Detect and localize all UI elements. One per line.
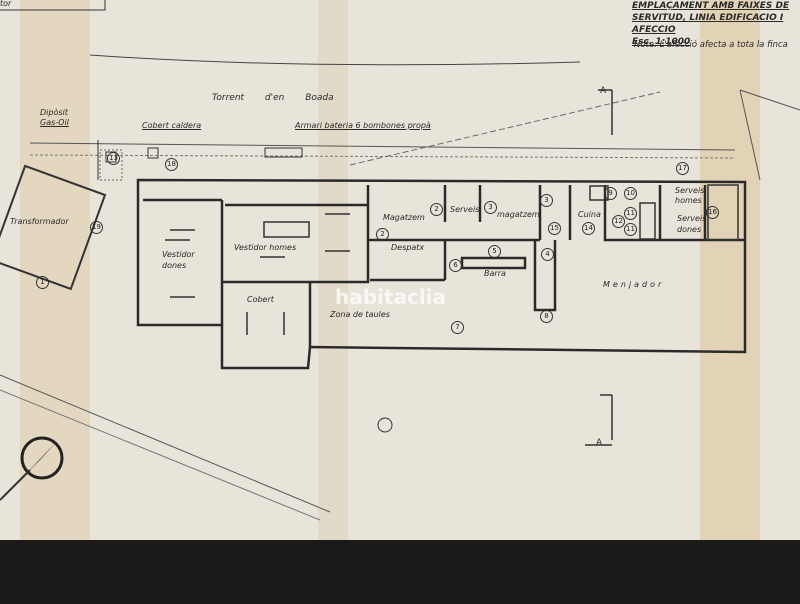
room-vestidor-dones-2: dones xyxy=(162,261,187,270)
title-line-1: EMPLAÇAMENT AMB FAIXES DE xyxy=(632,1,790,11)
room-serveis-dones-2: dones xyxy=(677,225,702,234)
paper-sheet xyxy=(0,0,800,545)
stream-label: Torrent d'en Boada xyxy=(212,93,334,103)
marker-14: 14 xyxy=(582,222,595,235)
well-marker xyxy=(377,417,393,433)
marker-6: 6 xyxy=(449,259,462,272)
marker-15: 15 xyxy=(548,222,561,235)
drawing-title: EMPLAÇAMENT AMB FAIXES DE SERVITUD, LINI… xyxy=(632,0,800,48)
marker-11b: 11 xyxy=(624,223,637,236)
marker-2: 2 xyxy=(430,203,443,216)
fuel-tank-label-1: Dipòsit xyxy=(40,108,68,117)
marker-17: 17 xyxy=(676,162,689,175)
room-serveis-homes-2: homes xyxy=(675,196,702,205)
marker-7: 7 xyxy=(451,321,464,334)
room-despatx: Despatx xyxy=(391,243,425,252)
transformer-label: Transformador xyxy=(10,217,69,226)
marker-3b: 3 xyxy=(540,194,553,207)
corner-box xyxy=(0,0,106,11)
marker-19: 19 xyxy=(90,221,103,234)
marker-12: 12 xyxy=(612,215,625,228)
marker-10: 10 xyxy=(624,187,637,200)
marker-13: 13 xyxy=(107,152,120,165)
paper-stain xyxy=(700,0,760,545)
room-vestidor-homes: Vestidor homes xyxy=(234,243,297,252)
marker-16: 16 xyxy=(706,206,719,219)
marker-8: 8 xyxy=(540,310,553,323)
marker-4: 4 xyxy=(541,248,554,261)
fixtures xyxy=(165,89,739,446)
marker-2b: 2 xyxy=(376,228,389,241)
transformer-building xyxy=(0,164,107,291)
room-magatzem-2: magatzem xyxy=(497,210,540,219)
boiler-cover-label: Cobert caldera xyxy=(142,121,202,130)
marker-3: 3 xyxy=(484,201,497,214)
marker-11: 11 xyxy=(624,207,637,220)
room-magatzem-1: Magatzem xyxy=(383,213,425,222)
marker-18: 18 xyxy=(165,158,178,171)
room-serveis-dones-1: Serveis xyxy=(677,214,707,223)
room-zona-taules: Zona de taules xyxy=(330,310,390,319)
room-barra: Barra xyxy=(484,269,506,278)
title-line-2: SERVITUD, LINIA EDIFICACIO I AFECCIO xyxy=(632,13,784,35)
room-serveis: Serveis xyxy=(450,205,480,214)
gas-cabinet-label: Armari bateria 6 bombones propà xyxy=(295,121,431,130)
corner-fragment: tor xyxy=(0,0,12,8)
building-walls xyxy=(136,178,747,370)
room-cuina: Cuina xyxy=(578,210,601,219)
section-marker-top: A xyxy=(600,86,607,96)
marker-1: 1 xyxy=(36,276,49,289)
marker-9: 9 xyxy=(604,187,617,200)
paper-stain xyxy=(20,0,90,545)
room-serveis-homes-1: Serveis xyxy=(675,186,705,195)
marker-5: 5 xyxy=(488,245,501,258)
room-vestidor-dones-1: Vestidor xyxy=(162,250,195,259)
watermark: habitaclia xyxy=(335,285,447,309)
scale-label: Esc. 1:1000 xyxy=(632,37,691,47)
fuel-tank-label-2: Gas-Oil xyxy=(40,118,69,127)
room-cobert: Cobert xyxy=(247,295,274,304)
table-background xyxy=(0,540,800,600)
north-arrow-icon xyxy=(20,436,64,480)
section-marker-bottom: A xyxy=(596,438,603,448)
room-menjador: Menjador xyxy=(603,280,665,289)
paper-fold xyxy=(318,0,348,545)
note: Nota: L'afecció afecta a tota la finca xyxy=(634,40,788,50)
